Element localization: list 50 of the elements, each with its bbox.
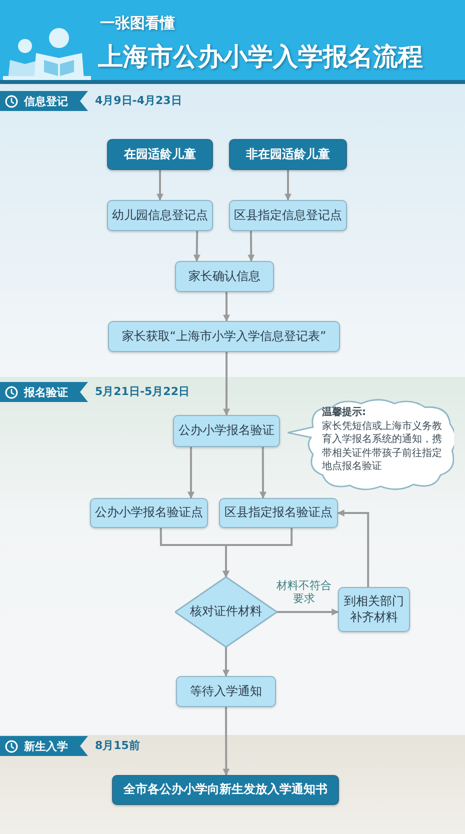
tip-text: 家长凭短信或上海市义务教育入学报名系统的通知，携带相关证件带孩子前往指定地点报名验证 <box>322 420 443 474</box>
arrow <box>156 170 164 201</box>
process-box <box>107 200 213 231</box>
step-text: 在园适龄儿童 <box>124 146 196 162</box>
tip-heading: 温馨提示: <box>322 406 366 420</box>
edge-label: 材料不符合要求 <box>274 580 334 606</box>
arrow <box>222 707 230 776</box>
step-text: 幼儿园信息登记点 <box>112 208 208 224</box>
process-box <box>108 321 340 352</box>
arrow <box>222 528 293 578</box>
step-text: 公办小学报名验证点 <box>95 505 203 521</box>
section-title: 报名验证 <box>24 385 68 400</box>
step-text: 非在园适龄儿童 <box>246 146 330 162</box>
arrow <box>277 608 339 616</box>
arrow <box>222 647 230 677</box>
step-text: 区县指定报名验证点 <box>224 505 332 521</box>
process-box <box>338 587 410 632</box>
step-text: 公办小学报名验证 <box>178 423 274 439</box>
arrow <box>284 170 292 201</box>
process-box <box>229 139 347 170</box>
section-title: 新生入学 <box>24 739 68 754</box>
process-box <box>112 775 339 805</box>
process-box <box>229 200 347 231</box>
process-box <box>175 261 274 292</box>
arrow <box>248 231 255 262</box>
arrow <box>337 510 370 587</box>
process-box <box>173 415 280 447</box>
step-text: 到相关部门补齐材料 <box>343 594 405 626</box>
date-range: 4月9日-4月23日 <box>95 93 182 108</box>
step-text: 全市各公办小学向新生发放入学通知书 <box>124 782 328 798</box>
step-text: 等待入学通知 <box>190 684 262 700</box>
date-range: 8月15前 <box>95 738 140 753</box>
section-title: 信息登记 <box>24 94 68 109</box>
date-range: 5月21日-5月22日 <box>95 384 190 399</box>
diagram-title: 上海市公办小学入学报名流程 <box>98 41 424 73</box>
arrow <box>188 447 194 499</box>
process-box <box>219 498 338 528</box>
arrow <box>223 352 230 416</box>
arrow <box>223 292 230 322</box>
step-text: 核对证件材料 <box>190 604 262 620</box>
process-box <box>90 498 208 528</box>
process-box <box>176 676 276 707</box>
arrow <box>260 447 266 499</box>
process-box <box>107 139 213 170</box>
step-text: 家长获取“上海市小学入学信息登记表” <box>122 328 326 344</box>
step-text: 家长确认信息 <box>188 268 260 284</box>
arrow <box>193 230 200 262</box>
subtitle: 一张图看懂 <box>100 14 175 33</box>
step-text: 区县指定信息登记点 <box>234 208 342 224</box>
decision-diamond <box>175 577 277 647</box>
